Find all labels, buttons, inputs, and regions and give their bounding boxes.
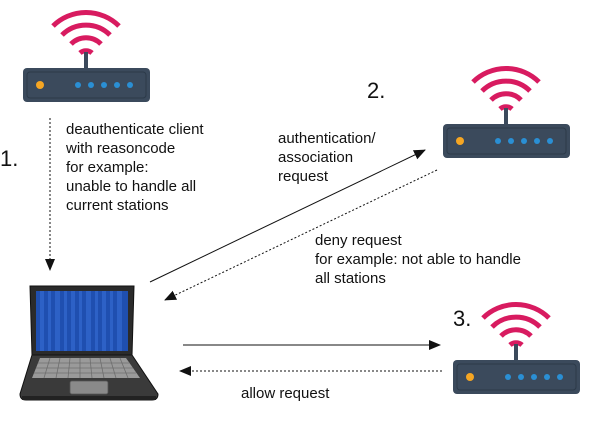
wifi-signal-icon (483, 304, 549, 345)
deauth-label: deauthenticate client with reasoncode fo… (66, 120, 204, 215)
deny-request-label: deny request for example: not able to ha… (315, 231, 521, 288)
deauth-label-line: deauthenticate client (66, 121, 204, 138)
power-led-icon (456, 137, 464, 145)
deauth-label-line: with reasoncode (66, 140, 176, 157)
laptop-icon (19, 285, 159, 401)
wifi-signal-icon (473, 68, 539, 109)
step-number-1: 1. (0, 146, 19, 171)
allow-request-label: allow request (241, 385, 330, 402)
auth-request-label: authentication/ association request (278, 129, 376, 186)
step-number-3: 3. (453, 306, 472, 331)
router-top-right (443, 68, 570, 158)
wifi-signal-icon (53, 12, 119, 53)
auth-request-label-line: authentication/ (278, 130, 376, 147)
deny-request-label-line: deny request (315, 232, 402, 249)
auth-request-arrow (149, 149, 426, 283)
step-number-2: 2. (367, 78, 386, 103)
deny-request-label-line: for example: not able to handle (315, 251, 521, 268)
router-top-left (23, 12, 150, 102)
power-led-icon (36, 81, 44, 89)
deauth-label-line: for example: (66, 159, 149, 176)
deauth-label-line: unable to handle all (66, 178, 197, 195)
router-bottom-right (453, 304, 580, 394)
power-led-icon (466, 373, 474, 381)
deny-request-label-line: all stations (315, 270, 386, 287)
auth-request-label-line: request (278, 168, 329, 185)
auth-request-label-line: association (278, 149, 354, 166)
deauth-label-line: current stations (66, 197, 169, 214)
